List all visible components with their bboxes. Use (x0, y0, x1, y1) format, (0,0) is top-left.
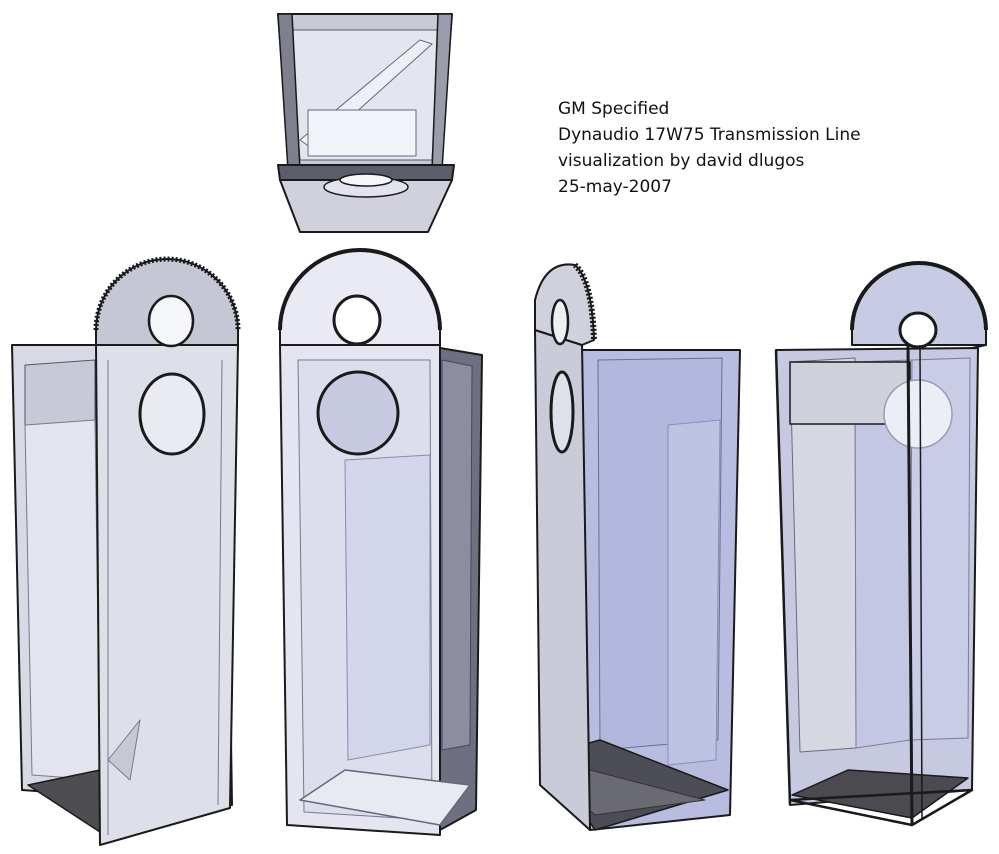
front-right-view (278, 248, 483, 836)
front-left-view (11, 256, 241, 846)
top-view (277, 13, 455, 233)
caption-line-2: Dynaudio 17W75 Transmission Line (558, 125, 861, 145)
side-view (534, 262, 741, 831)
caption-line-3: visualization by david dlugos (558, 151, 805, 171)
port-hole (898, 311, 938, 349)
driver-hole (883, 379, 953, 449)
port-hole (147, 294, 195, 348)
port-hole (332, 294, 382, 346)
driver-hole (138, 372, 206, 456)
caption-line-4: 25-may-2007 (558, 177, 672, 197)
rear-view (774, 261, 988, 827)
port-hole (550, 298, 570, 346)
caption-line-1: GM Specified (558, 99, 670, 119)
driver-hole (316, 370, 400, 456)
driver-hole (549, 370, 575, 454)
caption: GM Specified Dynaudio 17W75 Transmission… (558, 96, 861, 200)
